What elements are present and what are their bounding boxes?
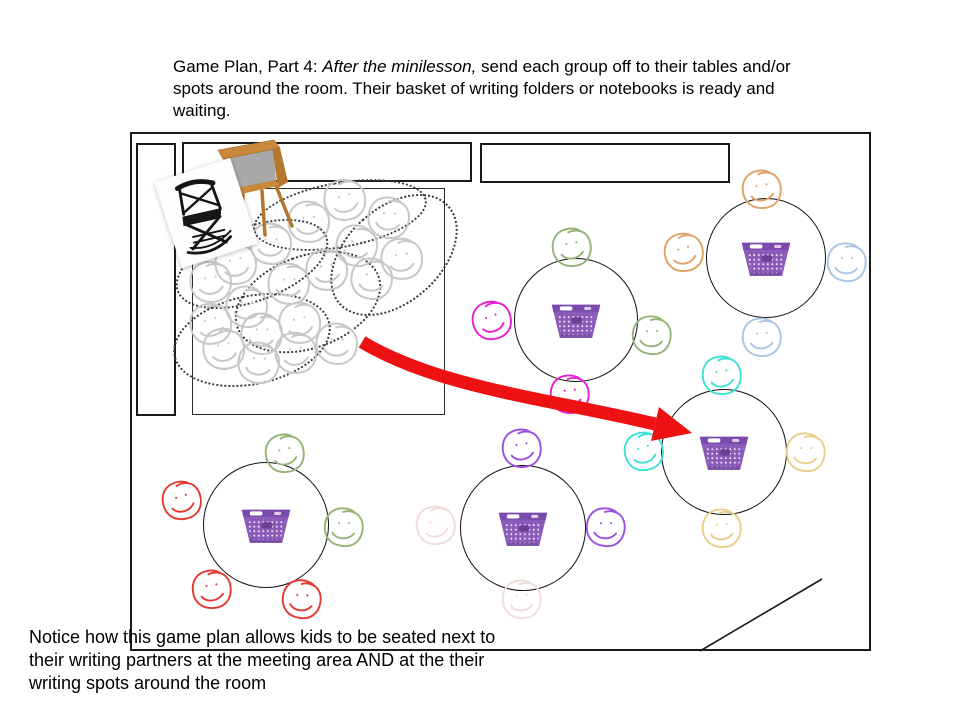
writing-basket <box>697 429 751 473</box>
student-face-light_pink <box>499 577 545 621</box>
student-face-yellow <box>699 506 745 550</box>
student-face-orange <box>658 226 711 277</box>
slide-title-prefix: Game Plan, Part 4: <box>173 57 323 76</box>
writing-basket <box>549 297 603 341</box>
student-face-blue <box>822 238 872 286</box>
writing-basket <box>496 505 550 549</box>
shelf-top-1 <box>182 142 472 182</box>
student-face-purple <box>581 503 631 551</box>
slide-title-rest: send each group off to their tables and/… <box>173 57 791 120</box>
student-face-red <box>187 565 237 613</box>
student-face-green <box>547 223 597 271</box>
slide-title-italic: After the minilesson, <box>322 57 477 76</box>
student-face-cyan <box>617 425 671 478</box>
student-face-cyan <box>697 351 747 399</box>
student-face-orange <box>737 165 787 213</box>
teacher-chair-photo <box>154 157 258 269</box>
meeting-area <box>192 188 445 415</box>
student-face-purple <box>497 424 547 472</box>
student-face-green <box>319 503 369 551</box>
student-face-meeting <box>345 252 400 304</box>
student-face-red <box>276 574 328 624</box>
student-face-blue <box>739 315 785 359</box>
student-face-light_pink <box>410 499 463 550</box>
shelf-top-2 <box>480 143 730 183</box>
student-face-magenta <box>547 372 593 416</box>
student-face-yellow <box>781 428 831 476</box>
slide-title: Game Plan, Part 4: After the minilesson,… <box>173 56 829 122</box>
bookshelf-left <box>136 143 176 416</box>
footer-note: Notice how this game plan allows kids to… <box>29 627 496 693</box>
writing-basket <box>739 235 793 279</box>
student-face-meeting <box>310 317 365 369</box>
student-face-green <box>259 428 311 478</box>
table-bottom-left <box>203 462 329 588</box>
student-face-green <box>627 311 677 359</box>
room-outline <box>130 132 871 651</box>
student-face-red <box>155 474 209 527</box>
rocking-chair-icon <box>174 179 232 255</box>
writing-basket <box>239 502 293 546</box>
